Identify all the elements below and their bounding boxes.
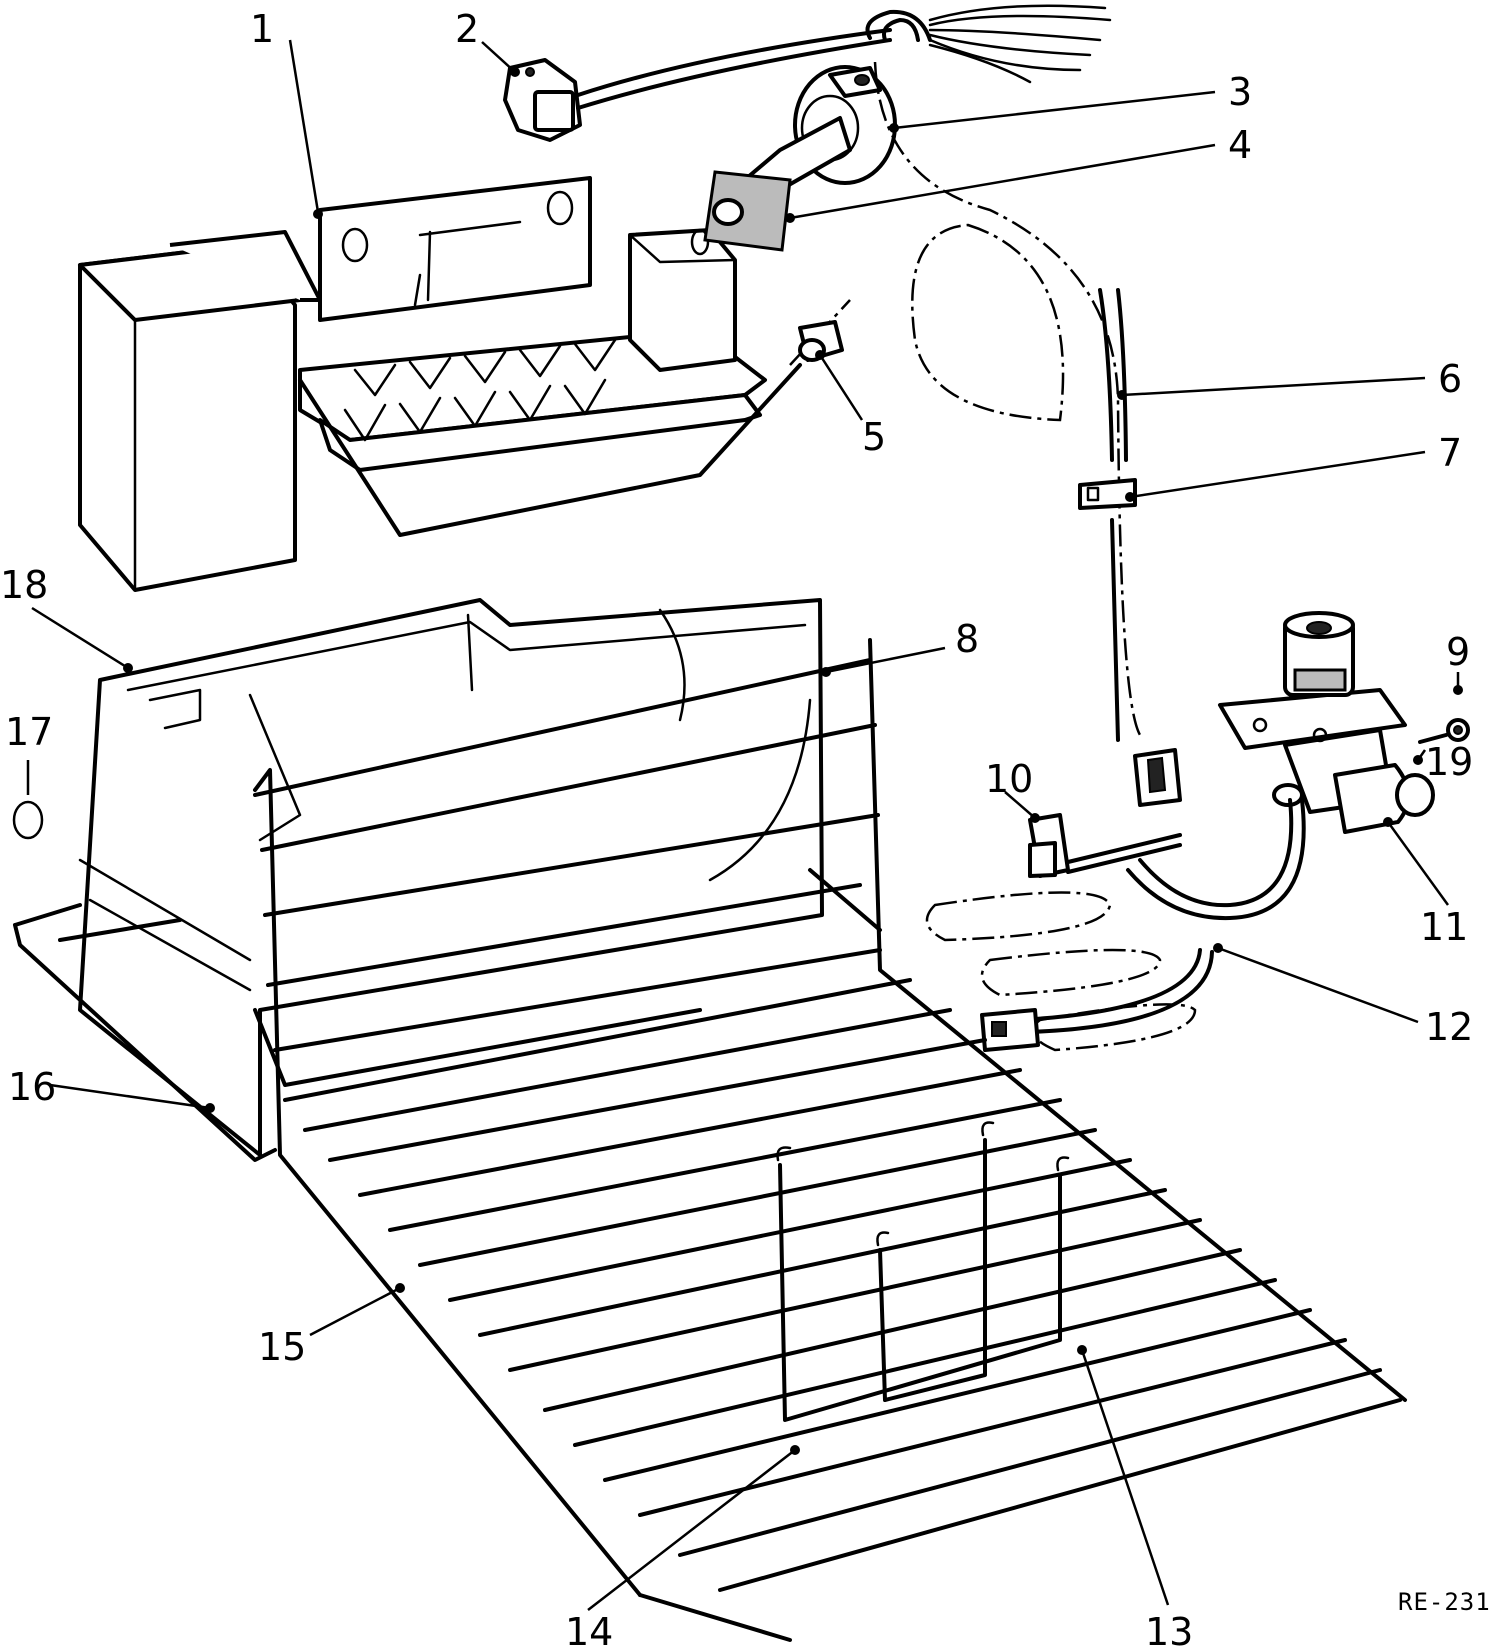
callout-3: 3 [1228,70,1252,114]
callout-8: 8 [955,617,979,661]
callout-11: 11 [1420,905,1468,949]
ice-maker-assembly [78,176,851,592]
tube-clamp [1078,478,1137,510]
callout-5: 5 [862,415,886,459]
callout-17: 17 [5,710,53,754]
callout-13: 13 [1145,1610,1193,1648]
wire-shelf [13,638,1407,1642]
water-tube [873,61,1142,742]
ice-bucket [78,598,824,1157]
o-ring [12,800,44,840]
callout-4: 4 [1228,123,1252,167]
callout-10: 10 [985,757,1033,801]
callout-2: 2 [455,7,479,51]
callout-1: 1 [250,7,274,51]
fill-tube-grommet [703,170,792,252]
callout-9: 9 [1446,630,1470,674]
harness-clip [1028,748,1182,878]
callout-15: 15 [258,1325,306,1369]
callout-19: 19 [1425,740,1473,784]
callout-12: 12 [1425,1005,1473,1049]
shelf-heater [776,1121,1070,1422]
wiring-harness-plug [503,4,1112,142]
callout-7: 7 [1438,431,1462,475]
leader-dots [123,67,1463,1455]
drawing-code: RE-231 [1398,1588,1491,1616]
callout-16: 16 [8,1065,56,1109]
water-valve [1126,611,1435,921]
callout-6: 6 [1438,357,1462,401]
leader-lines [26,39,1460,1611]
heater-harness [925,891,1214,1052]
callout-18: 18 [0,563,48,607]
callout-labels: 1 2 3 4 5 6 7 8 9 10 11 12 13 14 15 16 1… [0,7,1473,1648]
valve-screw [1418,718,1470,744]
callout-14: 14 [565,1610,613,1648]
